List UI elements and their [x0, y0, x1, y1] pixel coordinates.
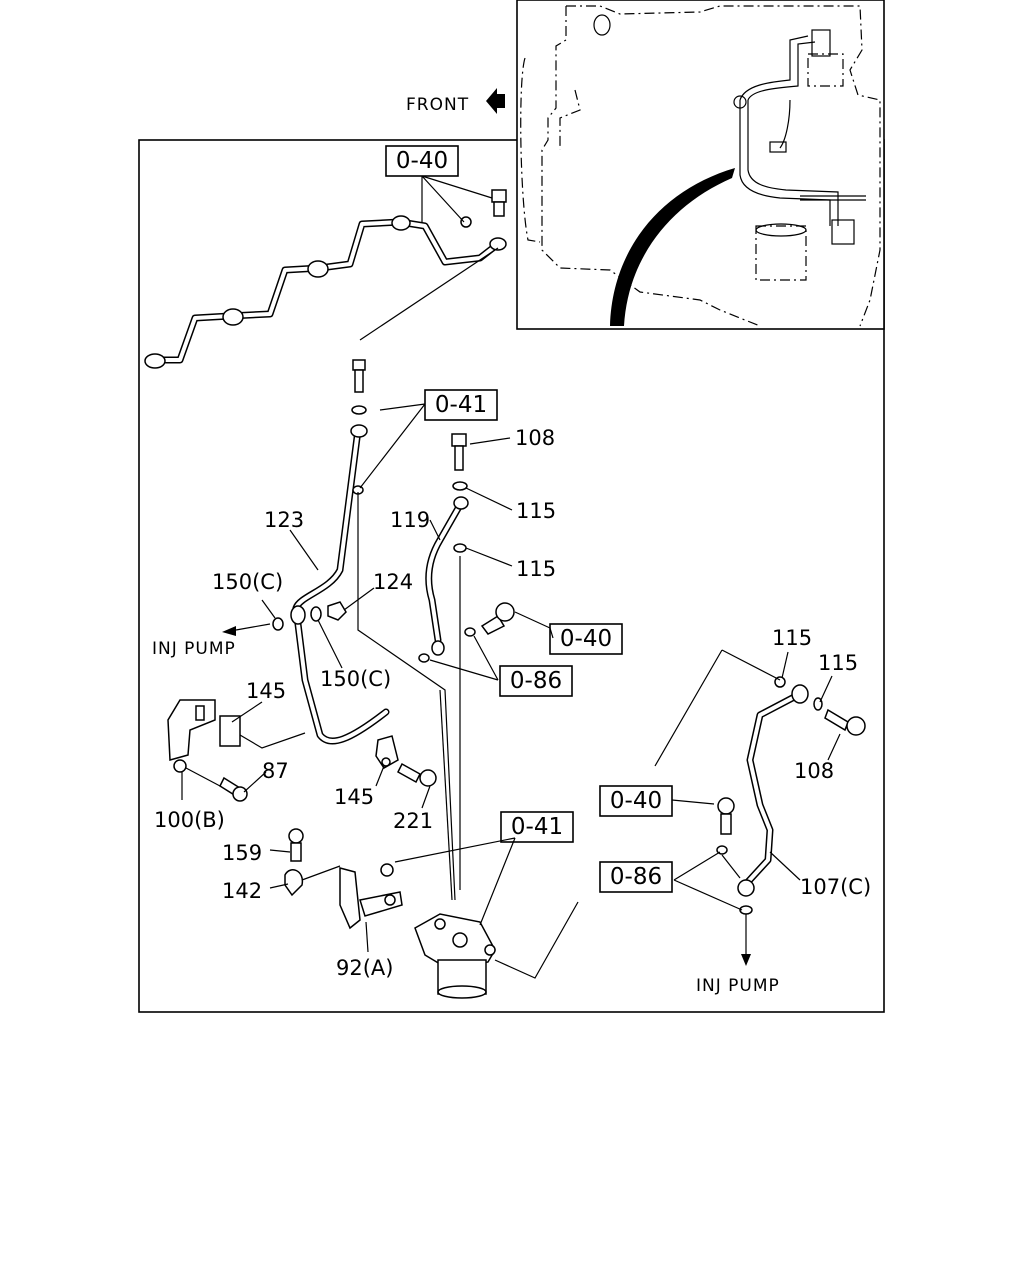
ref-box-0-41-bottom: 0-41 — [500, 811, 574, 843]
callout-115-d: 115 — [818, 651, 858, 675]
inj-pump-label-right: INJ PUMP — [696, 976, 780, 996]
callout-150c-mid: 150(C) — [320, 667, 391, 691]
callout-87: 87 — [262, 759, 289, 783]
svg-text:0-40: 0-40 — [396, 148, 448, 174]
svg-text:0-40: 0-40 — [610, 788, 662, 814]
main-frame — [138, 139, 885, 1013]
callout-107c: 107(C) — [800, 875, 871, 899]
pipe-107c — [716, 676, 866, 915]
callout-145-b: 145 — [334, 785, 374, 809]
callout-142: 142 — [222, 879, 262, 903]
engine-inset-view — [516, 0, 885, 330]
ref-box-0-86-right: 0-86 — [599, 861, 673, 893]
callout-108-top: 108 — [515, 426, 555, 450]
left-arrow-icon — [486, 88, 505, 114]
svg-text:0-86: 0-86 — [610, 864, 662, 890]
callout-123: 123 — [264, 508, 304, 532]
pipe-123 — [290, 359, 390, 745]
fuel-filter — [414, 913, 496, 999]
ref-box-0-40-mid: 0-40 — [549, 623, 623, 655]
callout-124: 124 — [373, 570, 413, 594]
callout-115-c: 115 — [772, 626, 812, 650]
callout-92a: 92(A) — [336, 956, 393, 980]
callout-159: 159 — [222, 841, 262, 865]
ref-box-0-86-mid: 0-86 — [499, 665, 573, 697]
pipe-119 — [425, 433, 469, 890]
ref-box-0-40-top: 0-40 — [385, 145, 459, 177]
svg-text:0-41: 0-41 — [435, 392, 487, 418]
callout-108-right: 108 — [794, 759, 834, 783]
callout-150c-left: 150(C) — [212, 570, 283, 594]
fuel-return-pipe — [144, 189, 507, 369]
front-label: FRONT — [406, 95, 469, 115]
ref-box-0-40-right: 0-40 — [599, 785, 673, 817]
svg-text:0-86: 0-86 — [510, 668, 562, 694]
svg-text:0-41: 0-41 — [511, 814, 563, 840]
callout-119: 119 — [390, 508, 430, 532]
callout-100b: 100(B) — [154, 808, 225, 832]
callout-145-a: 145 — [246, 679, 286, 703]
callout-115-b: 115 — [516, 557, 556, 581]
bracket-100b — [167, 699, 248, 802]
svg-text:0-40: 0-40 — [560, 626, 612, 652]
callout-115-a: 115 — [516, 499, 556, 523]
inj-pump-label-left: INJ PUMP — [152, 639, 236, 659]
bolt-159 — [284, 828, 304, 897]
callout-221: 221 — [393, 809, 433, 833]
bolt-0-40-mid — [418, 602, 515, 663]
ref-box-0-41-top: 0-41 — [424, 389, 498, 421]
